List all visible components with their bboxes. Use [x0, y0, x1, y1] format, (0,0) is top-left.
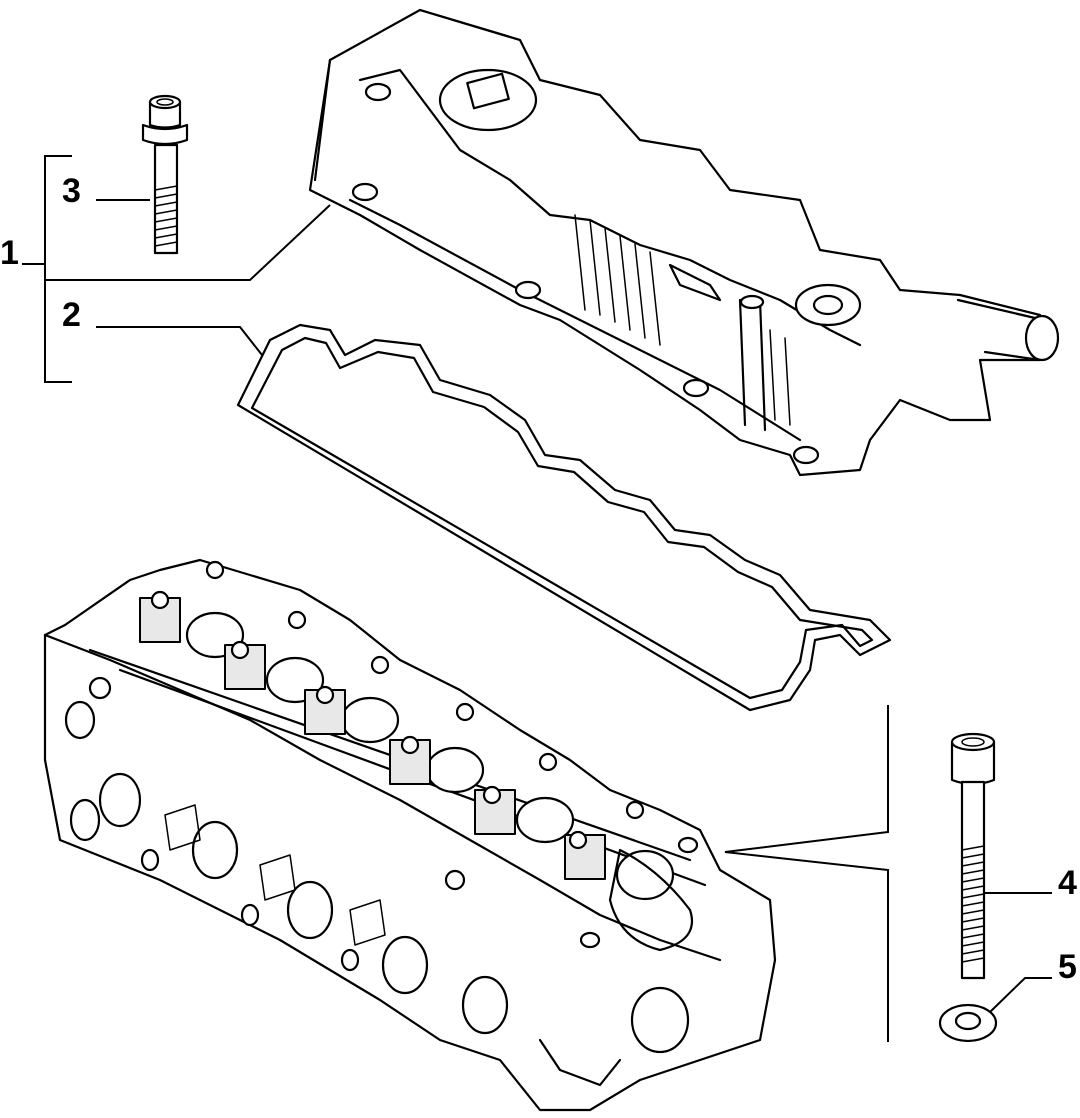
valve-cover-gasket	[236, 323, 892, 712]
callout-label-5: 5	[1058, 948, 1077, 986]
cylinder-head	[43, 558, 777, 1112]
callout-label-4: 4	[1058, 864, 1077, 902]
bearing-caps	[139, 560, 645, 880]
cover-bolt	[141, 94, 189, 255]
leader-lines	[22, 155, 1052, 1042]
callout-label-3: 3	[62, 172, 81, 210]
callout-label-2: 2	[62, 296, 81, 334]
washer	[938, 1003, 998, 1043]
head-bolt	[950, 732, 996, 980]
valve-cover	[308, 8, 1060, 477]
port-holes	[64, 676, 699, 1054]
callout-label-1: 1	[0, 234, 19, 272]
